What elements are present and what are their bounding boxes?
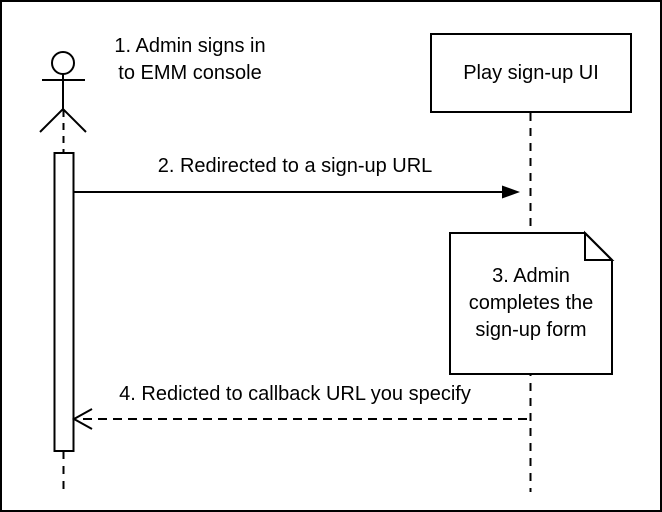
admin-activation-bar — [53, 152, 75, 452]
message-1-label: 1. Admin signs in to EMM console — [114, 35, 266, 84]
play-signup-ui-label: Play sign-up UI — [463, 61, 599, 84]
note-fold-corner — [584, 230, 615, 261]
step-3-note-shape — [449, 230, 615, 375]
play-signup-ui-box: Play sign-up UI — [430, 33, 632, 113]
note-step3-label: 3. Admin completes the sign-up form — [468, 265, 594, 341]
admin-actor-icon — [39, 51, 87, 133]
message-2-arrow — [74, 185, 520, 199]
message-2-label: 2. Redirected to a sign-up URL — [157, 155, 433, 177]
message-4-arrow — [71, 408, 527, 430]
message-4-label: 4. Redicted to callback URL you specify — [119, 383, 471, 405]
